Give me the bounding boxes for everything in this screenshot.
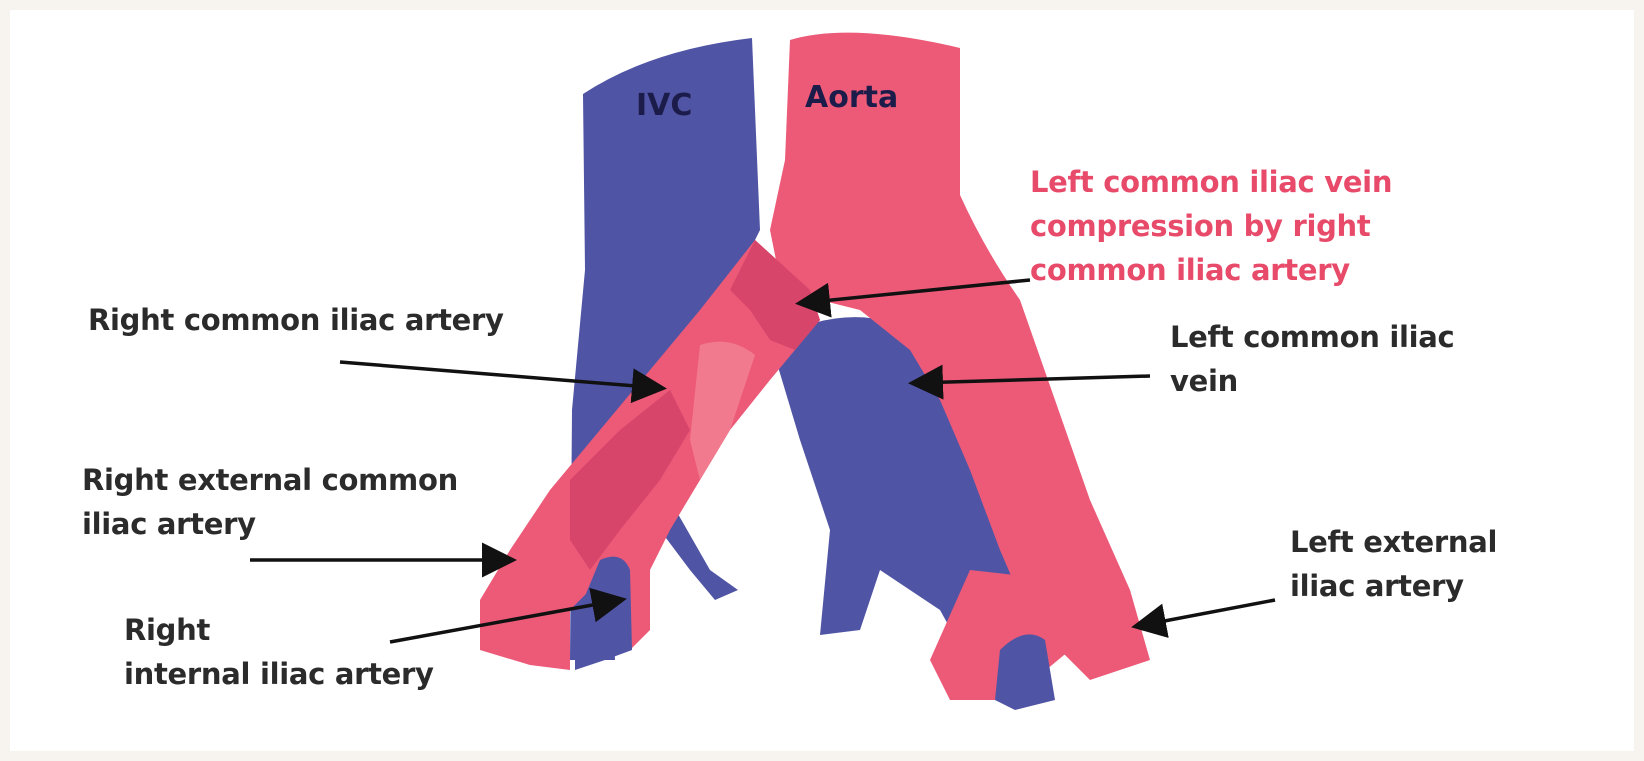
left-common-iliac-vein-label: Left common iliac vein <box>1170 315 1454 403</box>
compression-label: Left common iliac vein compression by ri… <box>1030 160 1392 292</box>
aorta-label: Aorta <box>805 80 898 115</box>
diagram-frame: IVC Aorta Left common iliac vein compres… <box>10 10 1634 751</box>
right-internal-iliac-artery-label: Right internal iliac artery <box>124 608 434 696</box>
arrow-left-external-iliac-artery <box>1138 600 1275 626</box>
right-external-iliac-artery-label: Right external common iliac artery <box>82 458 458 546</box>
ivc-label: IVC <box>636 88 692 123</box>
right-common-iliac-artery-label: Right common iliac artery <box>88 298 504 342</box>
left-external-iliac-artery-label: Left external iliac artery <box>1290 520 1497 608</box>
